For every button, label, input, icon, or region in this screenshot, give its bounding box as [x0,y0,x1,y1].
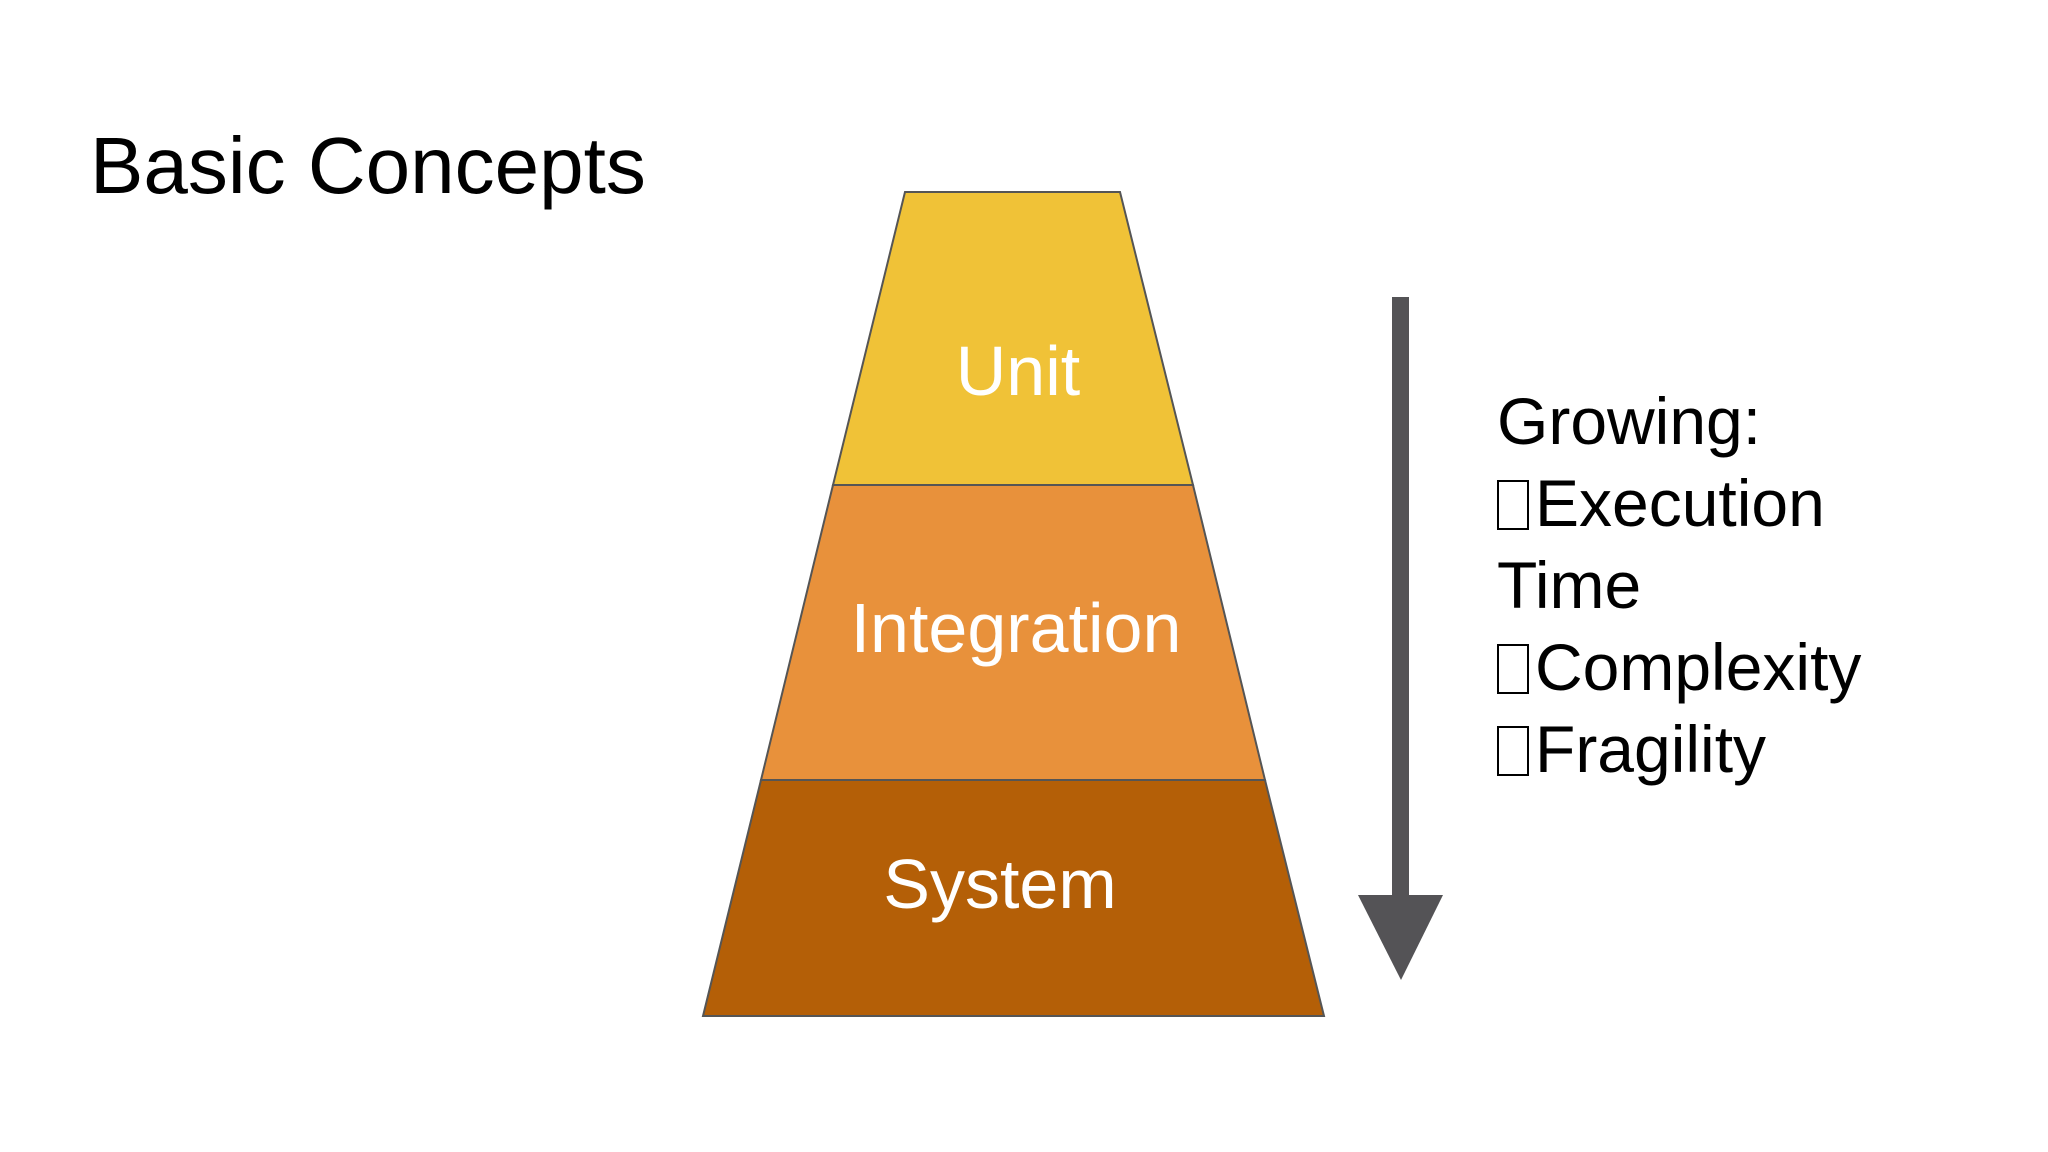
pyramid-label-unit: Unit [956,332,1080,410]
growing-item-label: Execution [1535,466,1825,540]
down-arrow-head [1358,895,1443,980]
growing-heading: Growing: [1497,384,1762,458]
slide-title: Basic Concepts [90,121,646,210]
missing-glyph-icon [1497,644,1529,694]
pyramid-label-integration: Integration [851,589,1182,667]
growing-item-label: Complexity [1535,630,1862,704]
down-arrow [1358,297,1443,980]
missing-glyph-icon [1497,726,1529,776]
growing-item-label: Fragility [1535,712,1767,786]
pyramid: Unit Integration System [701,191,1326,1017]
growing-item-fragility: Fragility [1497,708,1861,790]
growing-item-continuation: Time [1497,548,1642,622]
growing-item-execution-time: Execution [1497,462,1861,544]
pyramid-label-system: System [883,845,1116,923]
growing-item-complexity: Complexity [1497,626,1861,708]
down-arrow-shaft [1392,297,1409,897]
missing-glyph-icon [1497,480,1529,530]
pyramid-layer-system [701,779,1326,1017]
growing-list: Growing: Execution Time Complexity Fragi… [1497,380,1861,790]
